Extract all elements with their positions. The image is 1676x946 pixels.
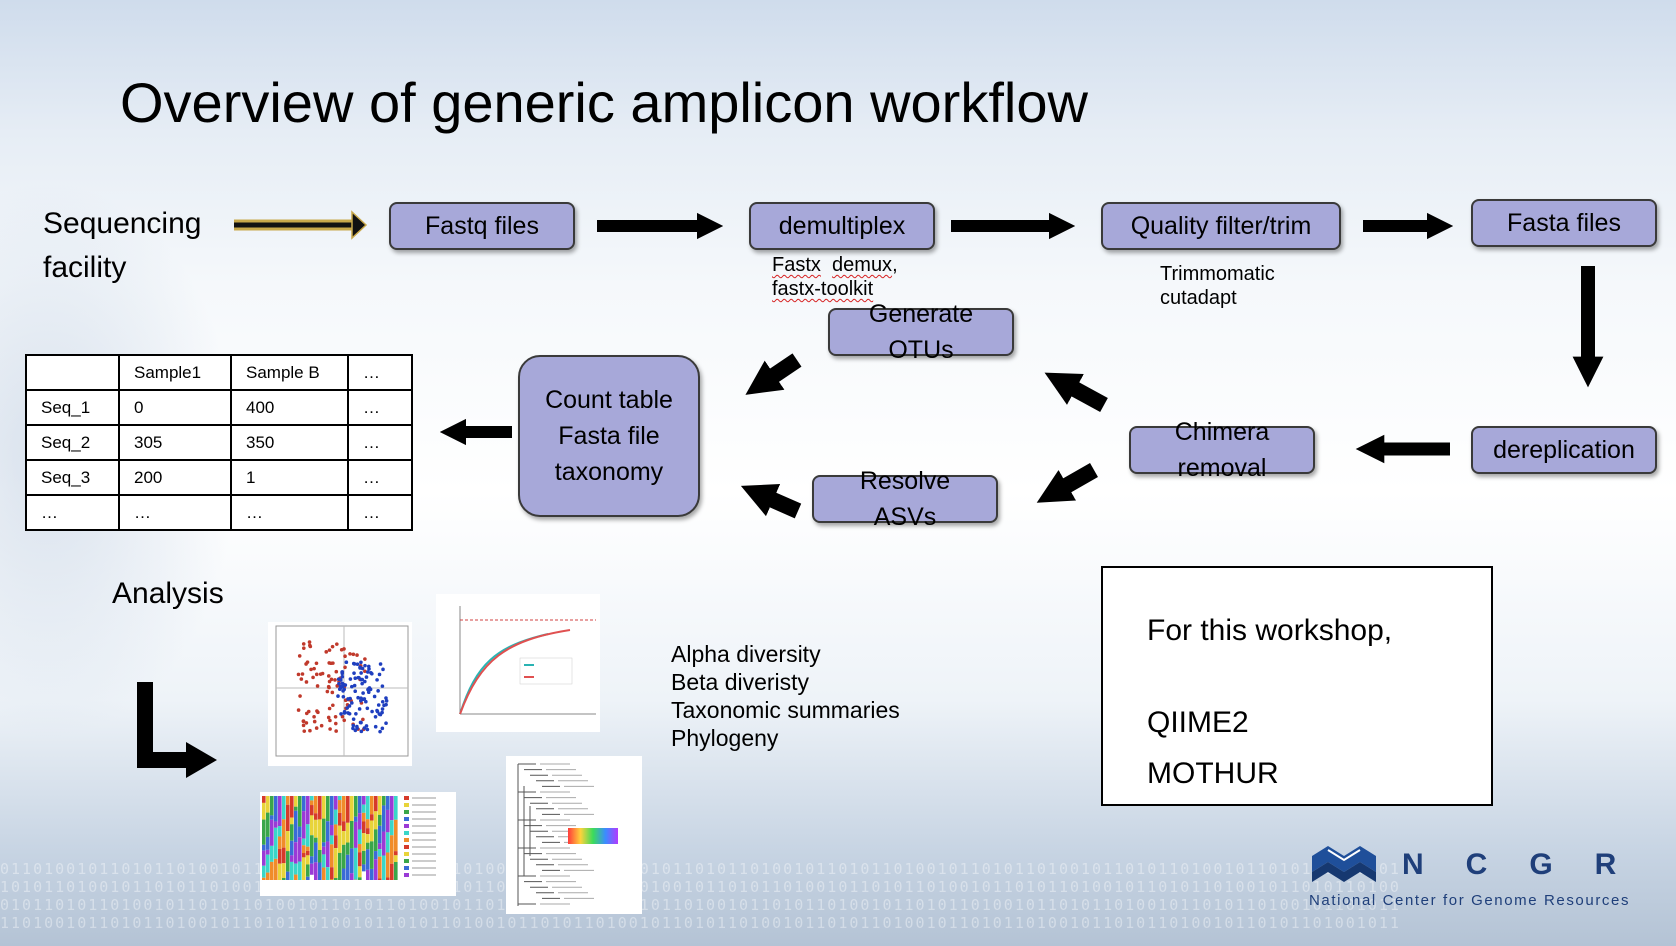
count-table-box: Count table Fasta file taxonomy xyxy=(518,355,700,517)
slide-title: Overview of generic amplicon workflow xyxy=(120,71,1088,134)
arrow-chimera-to-asv xyxy=(1036,463,1098,503)
workshop-tools-box: For this workshop, QIIME2 MOTHUR xyxy=(1101,566,1493,806)
list-item: Taxonomic summaries xyxy=(671,697,900,723)
trim-tools-note: Trimmomatic cutadapt xyxy=(1160,263,1275,309)
list-item: Alpha diversity xyxy=(671,641,821,667)
count-table: Sample1 Sample B … Seq_1 0 400 … Seq_2 3… xyxy=(25,354,413,531)
quality-filter-box: Quality filter/trim xyxy=(1101,202,1341,250)
pcoa-scatter-thumbnail xyxy=(268,622,412,766)
arrow-otu-to-count xyxy=(745,353,802,395)
rarefaction-curve-thumbnail xyxy=(436,594,600,732)
fasta-files-box: Fasta files xyxy=(1471,199,1657,247)
fasta-file-line: Fasta file xyxy=(558,422,660,450)
ncgr-full-name: National Center for Genome Resources xyxy=(1309,892,1631,909)
count-table-line: Count table xyxy=(545,386,673,414)
sequencing-facility-label: Sequencing facility xyxy=(43,207,202,284)
table-row: … … … … xyxy=(25,494,413,531)
arrow-asv-to-count xyxy=(740,483,802,519)
ncgr-logo-icon xyxy=(1312,846,1376,882)
demultiplex-box: demultiplex xyxy=(749,202,935,250)
workshop-intro: For this workshop, xyxy=(1147,614,1393,647)
workshop-tool-mothur: MOTHUR xyxy=(1147,757,1279,790)
demux-tools-note: Fastx demux, fastx-toolkit xyxy=(772,254,898,300)
table-row: Seq_1 0 400 … xyxy=(25,389,413,426)
arrow-analysis-head xyxy=(186,742,217,778)
chimera-removal-box: Chimera removal xyxy=(1129,418,1315,482)
table-row: Seq_3 200 1 … xyxy=(25,459,413,496)
table-row: Seq_2 305 350 … xyxy=(25,424,413,461)
analysis-list: Alpha diversity Beta diveristy Taxonomic… xyxy=(671,640,900,752)
dereplication-box: dereplication xyxy=(1471,426,1657,474)
table-header-row: Sample1 Sample B … xyxy=(25,354,413,391)
list-item: Beta diveristy xyxy=(671,669,810,695)
arrow-facility-to-fastq xyxy=(234,210,368,240)
list-item: Phylogeny xyxy=(671,725,779,751)
taxonomy-barplot-thumbnail xyxy=(260,792,456,896)
ncgr-letters: NCGR xyxy=(1402,848,1659,881)
taxonomy-line: taxonomy xyxy=(554,458,664,486)
generate-otus-box: Generate OTUs xyxy=(828,300,1014,364)
resolve-asvs-box: Resolve ASVs xyxy=(812,467,998,531)
fastq-files-box: Fastq files xyxy=(389,202,575,250)
phylogeny-tree-thumbnail xyxy=(506,756,642,914)
workshop-tool-qiime2: QIIME2 xyxy=(1147,706,1249,739)
arrow-table-to-analysis xyxy=(137,682,188,768)
analysis-label: Analysis xyxy=(112,577,224,610)
arrow-chimera-to-otu xyxy=(1044,372,1108,413)
